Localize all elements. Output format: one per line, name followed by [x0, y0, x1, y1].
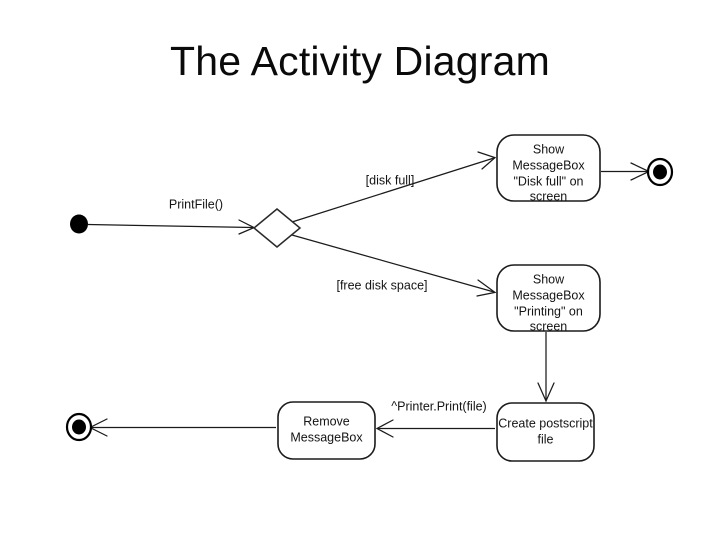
edge-label-guard-free-disk-space: [free disk space] [336, 278, 427, 292]
activity-box [496, 264, 601, 332]
activity-label-line: Create postscript [498, 416, 593, 430]
activity-diagram: Show MessageBox "Disk full" on screen Sh… [65, 134, 674, 462]
decision-node-disk-check [252, 208, 302, 248]
edge-disk-full-to-end [601, 162, 651, 181]
page-title: The Activity Diagram [170, 38, 550, 84]
edge-decision-to-disk-full [291, 151, 497, 223]
initial-state [70, 214, 88, 234]
activity-box [277, 401, 376, 460]
activity-label-line: "Disk full" on [513, 174, 583, 188]
final-state-top [646, 157, 674, 187]
activity-label-line: MessageBox [512, 288, 585, 302]
final-state-bottom [65, 412, 93, 442]
activity-label-line: Show [533, 272, 565, 286]
activity-label-line: Show [533, 142, 565, 156]
activity-box [496, 134, 601, 202]
edge-label-printer-print: ^Printer.Print(file) [391, 399, 486, 413]
initial-state-dot [70, 214, 88, 234]
edge-remove-to-end [88, 418, 276, 437]
edge-line [291, 234, 495, 293]
activity-box [496, 402, 595, 462]
decision-diamond [252, 208, 302, 248]
activity-label-line: MessageBox [512, 158, 585, 172]
activity-label-line: screen [530, 189, 568, 203]
edge-create-postscript-to-remove [375, 419, 495, 438]
edge-label-guard-disk-full: [disk full] [366, 173, 415, 187]
edge-printing-to-create-postscript [537, 332, 555, 403]
edge-line [87, 223, 254, 229]
activity-label-line: file [538, 432, 554, 446]
activity-label-line: Remove [303, 414, 350, 428]
activity-show-disk-full: Show MessageBox "Disk full" on screen [496, 134, 601, 203]
arrow-head [537, 382, 555, 403]
activity-label-line: screen [530, 319, 568, 333]
activity-label-line: MessageBox [290, 430, 363, 444]
activity-show-printing: Show MessageBox "Printing" on screen [496, 264, 601, 333]
arrow-head [477, 151, 497, 170]
arrow-head [375, 419, 394, 438]
final-state-dot [653, 164, 667, 180]
edge-start-to-decision [87, 219, 256, 235]
activity-diagram-container: Show MessageBox "Disk full" on screen Sh… [0, 100, 720, 500]
edge-line [291, 157, 495, 223]
edge-decision-to-printing [291, 234, 497, 297]
arrow-head [476, 279, 497, 297]
final-state-dot [72, 419, 86, 435]
activity-create-postscript: Create postscript file [496, 402, 595, 462]
activity-remove-messagebox: Remove MessageBox [277, 401, 376, 460]
edge-label-print-file: PrintFile() [169, 197, 223, 211]
activity-label-line: "Printing" on [514, 304, 583, 318]
